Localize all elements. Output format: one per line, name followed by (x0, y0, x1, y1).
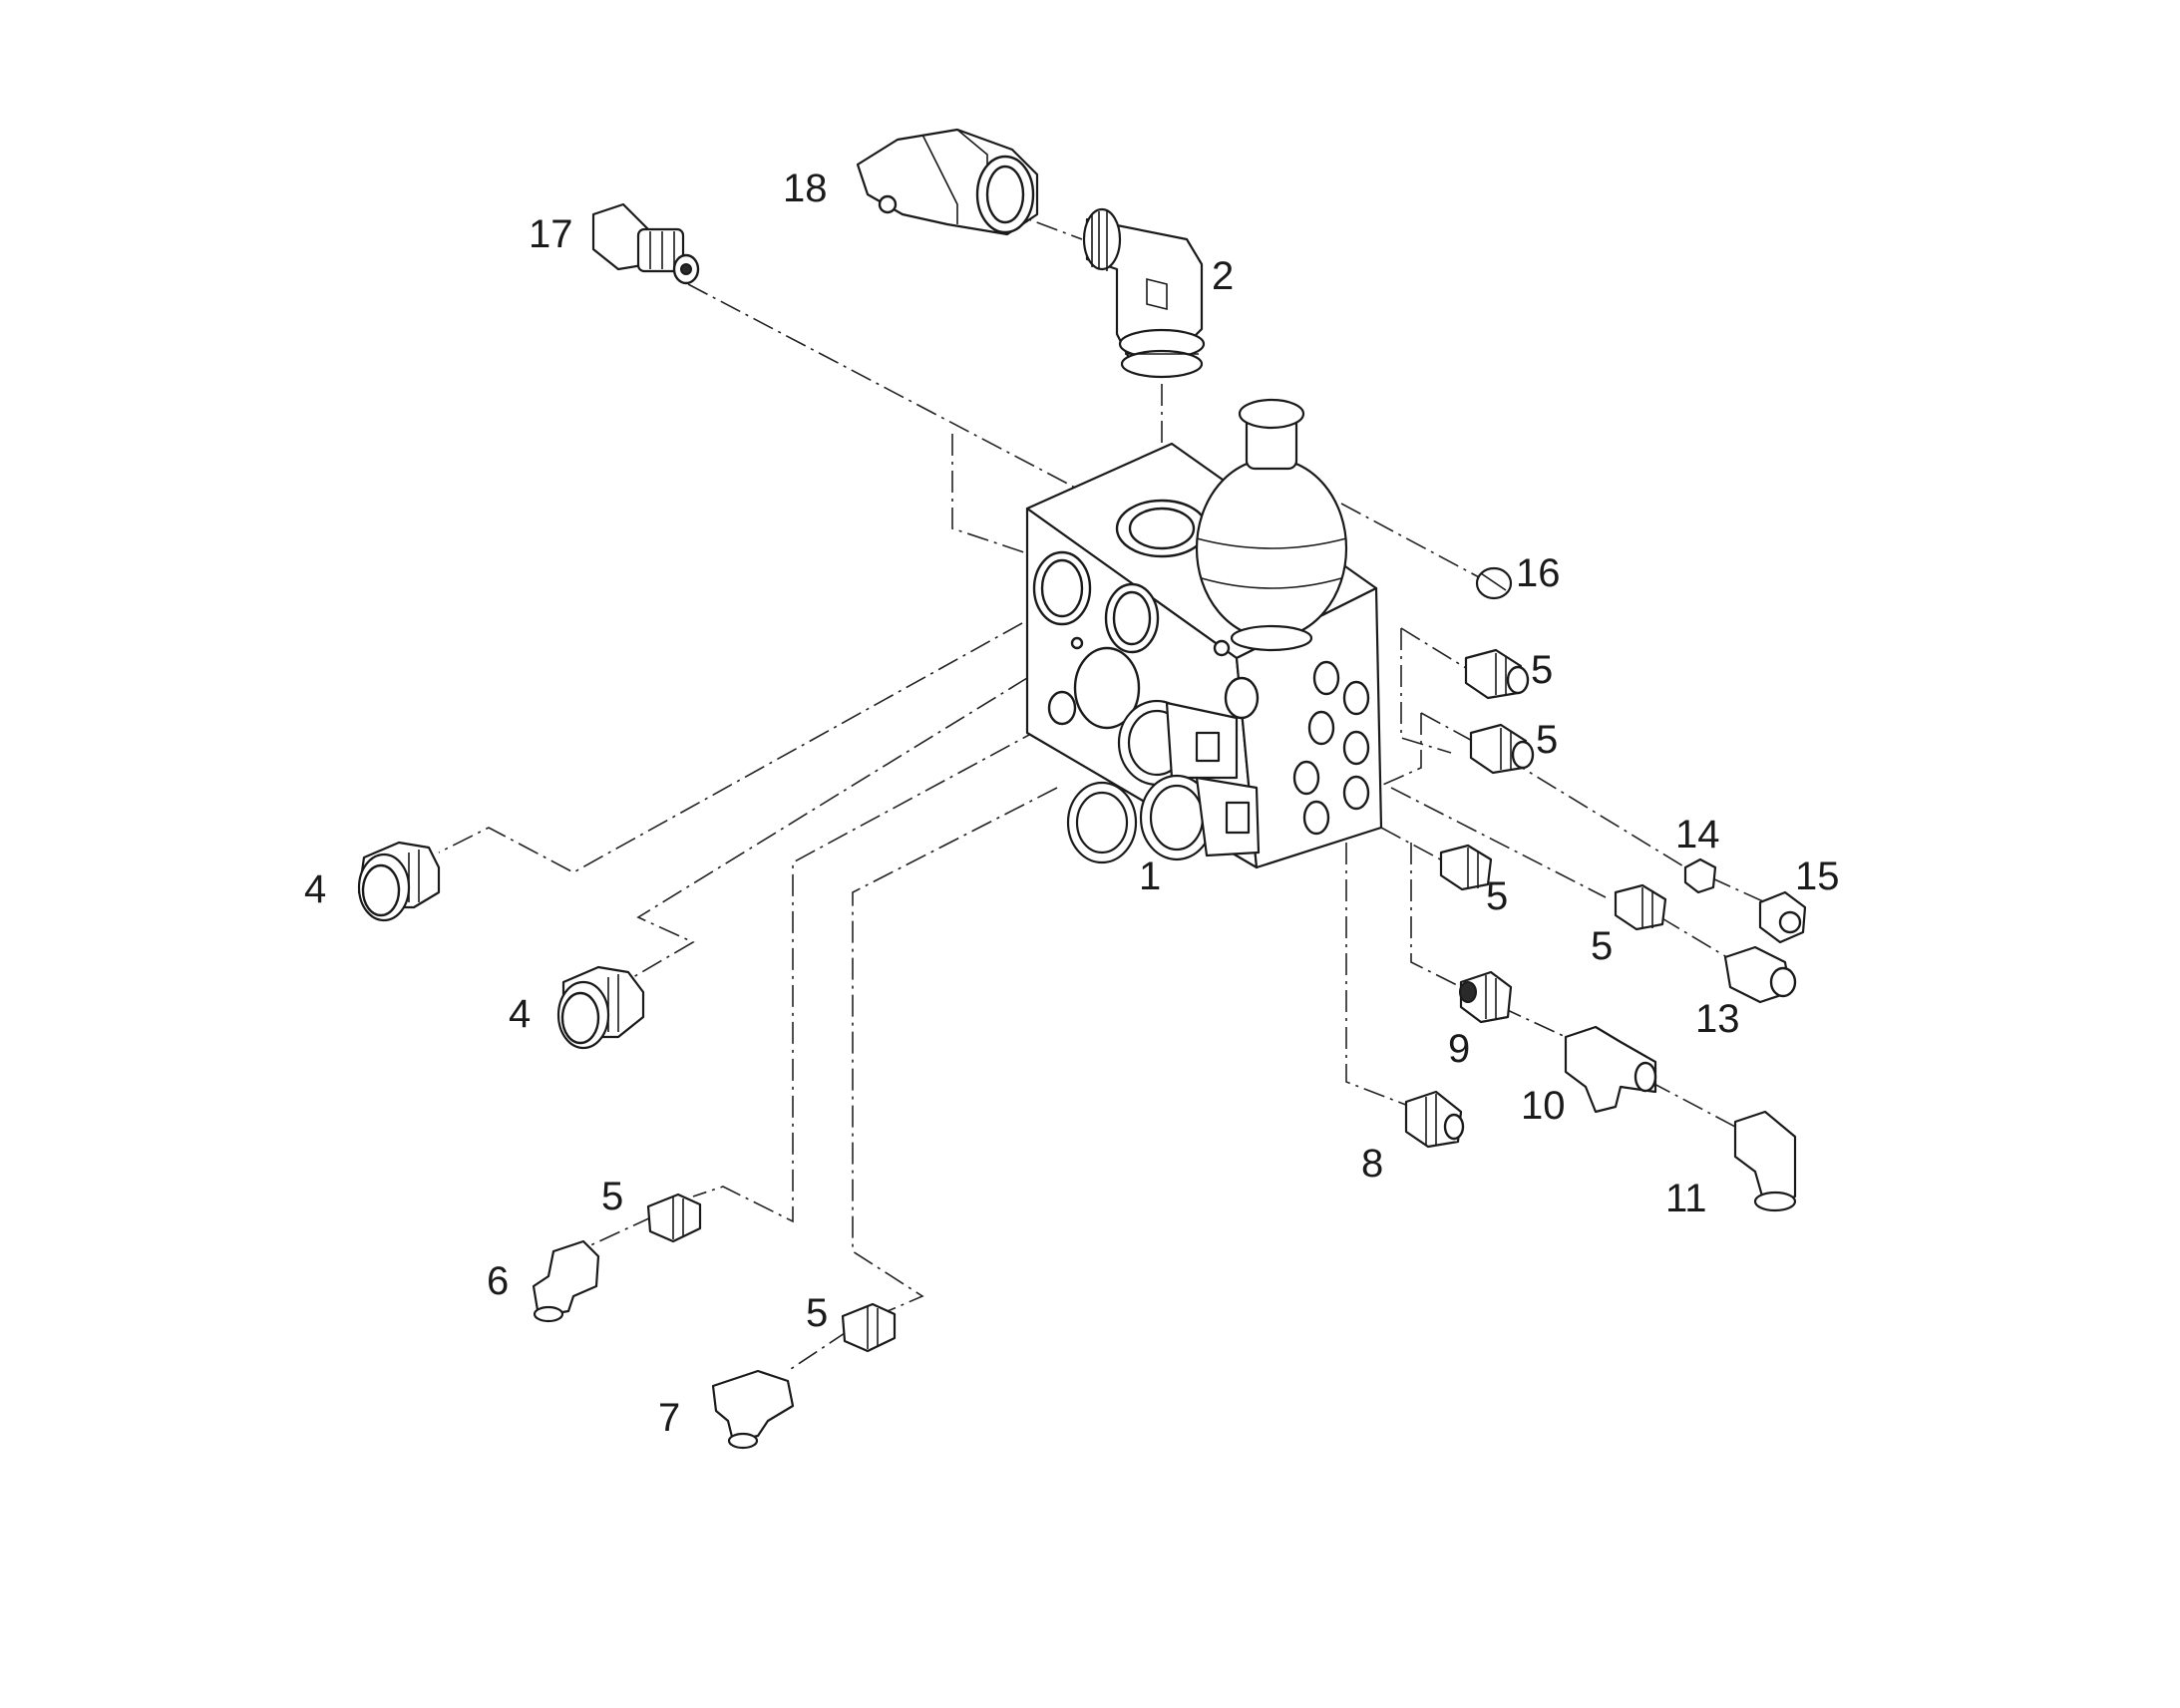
part-5-fitting-f (841, 1302, 897, 1353)
leader-lines (438, 208, 1766, 1372)
callout-5-e: 5 (601, 1175, 623, 1218)
part-9-fitting (1459, 970, 1513, 1024)
callout-5-a: 5 (1531, 648, 1553, 692)
callout-18: 18 (783, 167, 828, 210)
accumulator (1195, 398, 1348, 652)
part-5-fitting-d (1614, 883, 1667, 931)
callout-5-f: 5 (806, 1291, 828, 1335)
part-18-swivel-fitting (856, 128, 1039, 236)
callout-labels: 18 17 2 16 5 5 14 15 1 5 5 13 4 4 9 10 8… (304, 167, 1840, 1440)
callout-16: 16 (1516, 551, 1561, 595)
part-5-fitting-a (1464, 648, 1530, 700)
part-8-fitting (1404, 1090, 1465, 1149)
callout-9: 9 (1448, 1027, 1470, 1071)
callout-4-a: 4 (304, 867, 326, 911)
callout-11: 11 (1665, 1177, 1707, 1220)
callout-5-b: 5 (1536, 718, 1558, 762)
callout-7: 7 (658, 1396, 680, 1440)
callout-4-b: 4 (509, 992, 531, 1036)
part-14-pin (1683, 857, 1717, 894)
callout-6: 6 (487, 1259, 509, 1303)
part-15-nut (1758, 890, 1807, 944)
callout-15: 15 (1795, 854, 1840, 898)
part-5-fitting-c (1439, 844, 1493, 891)
part-13-fitting (1723, 945, 1797, 1004)
part-10-tee (1564, 1025, 1657, 1114)
callout-8: 8 (1361, 1142, 1383, 1186)
part-17-adapter (591, 202, 700, 285)
callout-14: 14 (1675, 813, 1720, 856)
part-5-fitting-b (1469, 723, 1535, 775)
part-4-fitting-a (357, 841, 441, 922)
part-5-fitting-e (646, 1193, 702, 1243)
callout-5-c: 5 (1486, 874, 1508, 918)
part-2-elbow (1082, 207, 1206, 379)
part-7-tee (711, 1369, 795, 1450)
callout-10: 10 (1521, 1084, 1566, 1128)
callout-17: 17 (529, 212, 573, 256)
solenoid-valves (1066, 699, 1261, 864)
part-11-elbow (1733, 1110, 1797, 1212)
part-4-fitting-b (556, 965, 645, 1050)
callout-1: 1 (1139, 854, 1161, 898)
callout-5-d: 5 (1591, 924, 1613, 968)
part-6-elbow (532, 1239, 600, 1323)
part-16-plug (1475, 566, 1513, 600)
callout-2: 2 (1212, 254, 1234, 298)
callout-13: 13 (1695, 997, 1740, 1041)
